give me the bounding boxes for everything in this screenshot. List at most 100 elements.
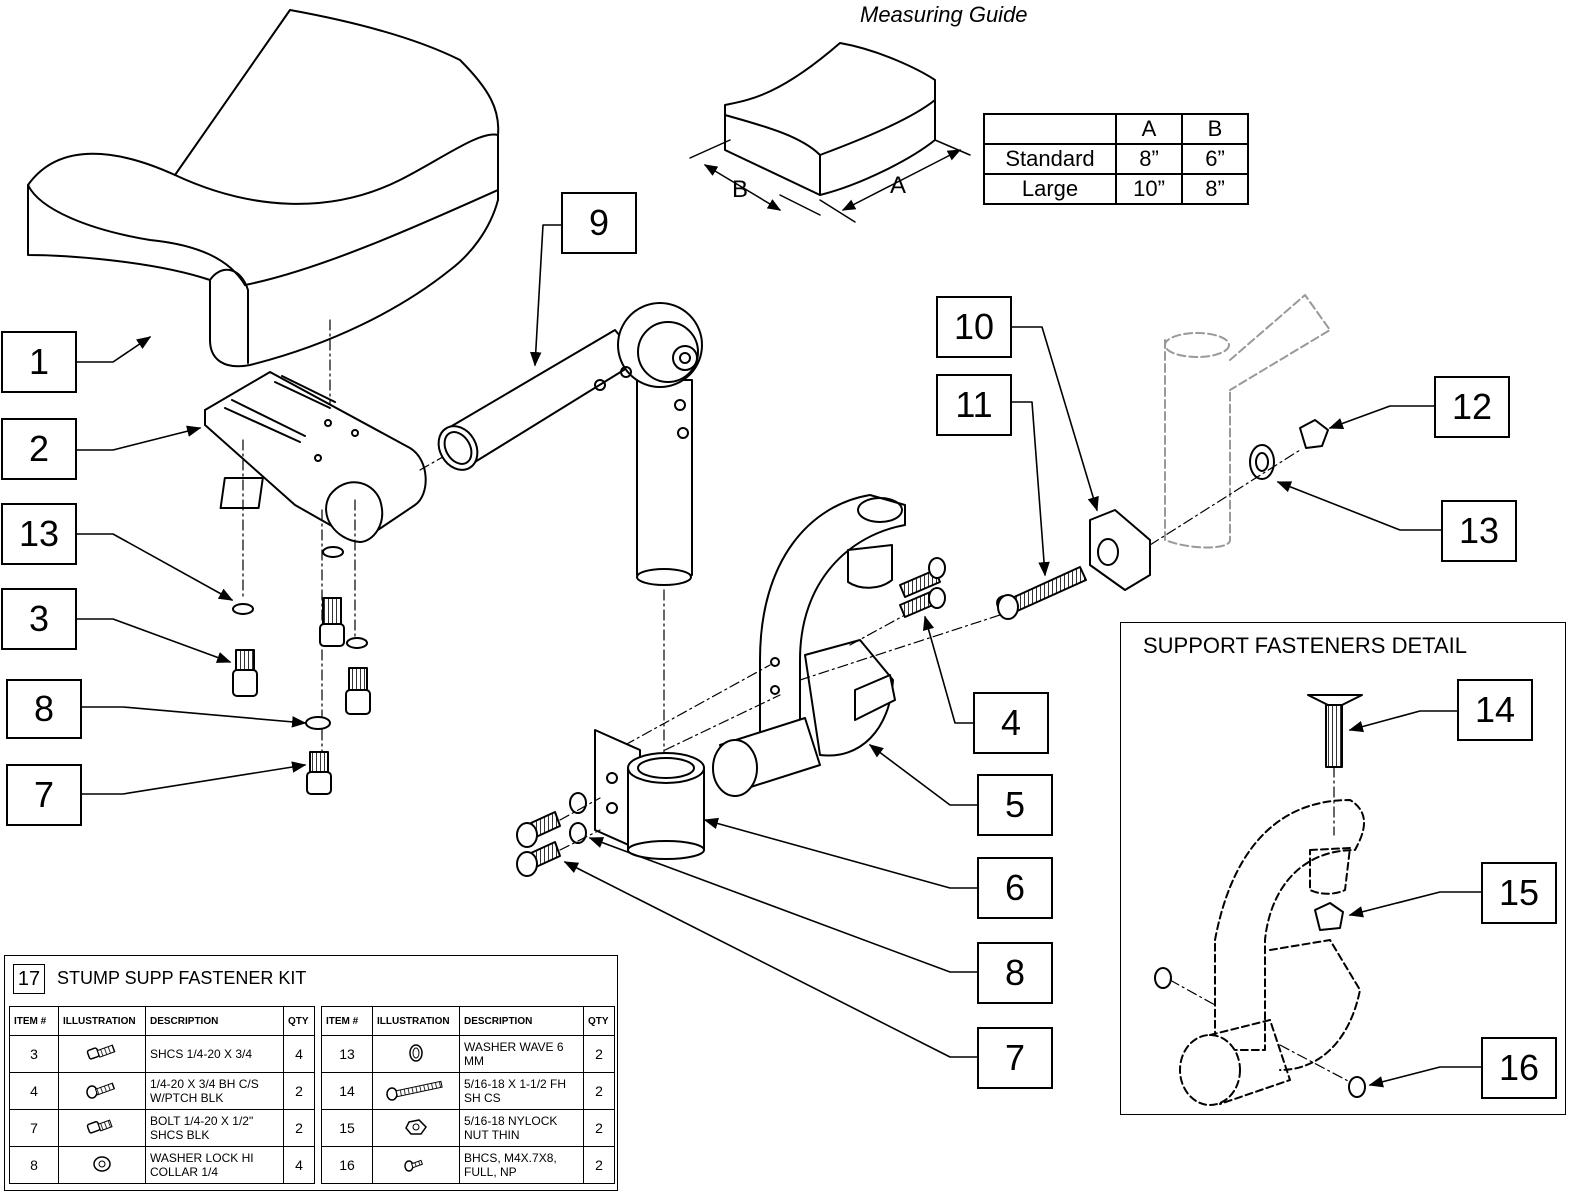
callout-1: 1	[1, 331, 77, 393]
kit-table-right: ITEM # ILLUSTRATION DESCRIPTION QTY 13 W…	[321, 1006, 615, 1184]
guide-pad	[689, 42, 971, 223]
callout-8: 8	[6, 679, 82, 739]
col-description: DESCRIPTION	[145, 1006, 284, 1036]
measure-cell: 8”	[1181, 173, 1249, 205]
item-qty: 2	[283, 1072, 315, 1110]
detail-title: SUPPORT FASTENERS DETAIL	[1143, 633, 1467, 658]
callout-2: 2	[1, 418, 77, 480]
frame-tube-ghost	[1164, 294, 1331, 549]
measure-row-label: Large	[983, 173, 1117, 205]
callout-14: 14	[1457, 679, 1533, 741]
item-description: SHCS 1/4-20 X 3/4	[145, 1035, 284, 1073]
item-qty: 2	[583, 1035, 615, 1073]
callout-16: 16	[1481, 1037, 1557, 1099]
lock-washer-icon	[58, 1146, 146, 1184]
item-description: BOLT 1/4-20 X 1/2" SHCS BLK	[145, 1109, 284, 1147]
item-qty: 2	[583, 1109, 615, 1147]
table-row: 4 1/4-20 X 3/4 BH C/S W/PTCH BLK 2	[9, 1072, 315, 1110]
col-item: ITEM #	[9, 1006, 59, 1036]
callout-13: 13	[1441, 500, 1517, 562]
item-qty: 2	[283, 1109, 315, 1147]
button-screw-icon	[58, 1072, 146, 1110]
table-row: 14 5/16-18 X 1-1/2 FH SH CS 2	[321, 1072, 615, 1110]
item-number: 16	[321, 1146, 373, 1184]
col-qty: QTY	[583, 1006, 615, 1036]
kit-table-left: ITEM # ILLUSTRATION DESCRIPTION QTY 3 SH…	[9, 1006, 315, 1184]
item-description: BHCS, M4X.7X8, FULL, NP	[459, 1146, 584, 1184]
measure-header-a: A	[1115, 113, 1183, 145]
socket-bolt-icon	[58, 1109, 146, 1147]
callout-6: 6	[977, 857, 1053, 919]
item-description: WASHER LOCK HI COLLAR 1/4	[145, 1146, 284, 1184]
measure-row-label: Standard	[983, 143, 1117, 175]
table-row: 13 WASHER WAVE 6 MM 2	[321, 1035, 615, 1073]
col-illustration: ILLUSTRATION	[372, 1006, 460, 1036]
clamp	[594, 729, 705, 860]
item-qty: 4	[283, 1035, 315, 1073]
measure-header-empty	[983, 113, 1117, 145]
left-fasteners	[232, 546, 371, 795]
callout-7: 7	[977, 1027, 1053, 1089]
kit-title: STUMP SUPP FASTENER KIT	[57, 968, 307, 988]
leader-lines	[76, 224, 1482, 1088]
table-row: 15 5/16-18 NYLOCK NUT THIN 2	[321, 1109, 615, 1147]
nylock-nut-icon	[372, 1109, 460, 1147]
measure-cell: 8”	[1115, 143, 1183, 175]
bracket-plate	[204, 371, 456, 781]
guide-title: Measuring Guide	[860, 2, 1028, 27]
item-description: WASHER WAVE 6 MM	[459, 1035, 584, 1073]
measure-cell: 10”	[1115, 173, 1183, 205]
detail-fasteners	[1154, 694, 1366, 1098]
callout-8: 8	[977, 942, 1053, 1004]
callout-13: 13	[1, 503, 77, 565]
kit-number: 17	[13, 964, 45, 994]
screws-7-8	[516, 792, 601, 877]
callout-4: 4	[973, 692, 1049, 754]
item-number: 3	[9, 1035, 59, 1073]
item-number: 15	[321, 1109, 373, 1147]
callout-11: 11	[936, 374, 1012, 436]
curved-arm	[624, 494, 1001, 797]
detail-art	[1179, 799, 1366, 1106]
table-row: 8 WASHER LOCK HI COLLAR 1/4 4	[9, 1146, 315, 1184]
callout-3: 3	[1, 588, 77, 650]
callout-9: 9	[561, 192, 637, 254]
table-row: 7 BOLT 1/4-20 X 1/2" SHCS BLK 2	[9, 1109, 315, 1147]
col-item: ITEM #	[321, 1006, 373, 1036]
item-number: 4	[9, 1072, 59, 1110]
callout-10: 10	[936, 296, 1012, 358]
fastener-kit-box: 17 STUMP SUPP FASTENER KIT ITEM # ILLUST…	[4, 955, 618, 1191]
callout-12: 12	[1434, 376, 1510, 438]
callout-15: 15	[1481, 862, 1557, 924]
item-number: 7	[9, 1109, 59, 1147]
measure-cell: 6”	[1181, 143, 1249, 175]
table-row: 16 BHCS, M4X.7X8, FULL, NP 2	[321, 1146, 615, 1184]
item-number: 8	[9, 1146, 59, 1184]
item-qty: 2	[583, 1072, 615, 1110]
support-fasteners-detail: SUPPORT FASTENERS DETAIL	[1120, 622, 1566, 1115]
item-number: 14	[321, 1072, 373, 1110]
wave-washer-icon	[372, 1035, 460, 1073]
item-description: 5/16-18 X 1-1/2 FH SH CS	[459, 1072, 584, 1110]
measure-header-b: B	[1181, 113, 1249, 145]
socket-screw-icon	[58, 1035, 146, 1073]
small-button-screw-icon	[372, 1146, 460, 1184]
table-row: 3 SHCS 1/4-20 X 3/4 4	[9, 1035, 315, 1073]
item-number: 13	[321, 1035, 373, 1073]
cushion-pad	[27, 9, 500, 421]
item-description: 5/16-18 NYLOCK NUT THIN	[459, 1109, 584, 1147]
item-description: 1/4-20 X 3/4 BH C/S W/PTCH BLK	[145, 1072, 284, 1110]
l-tube	[437, 302, 703, 761]
col-illustration: ILLUSTRATION	[58, 1006, 146, 1036]
col-qty: QTY	[283, 1006, 315, 1036]
item-qty: 2	[583, 1146, 615, 1184]
col-description: DESCRIPTION	[459, 1006, 584, 1036]
nut-washer	[1149, 419, 1329, 546]
tube-bracket	[996, 509, 1151, 620]
callout-7: 7	[6, 764, 82, 826]
flat-head-screw-icon	[372, 1072, 460, 1110]
item-qty: 4	[283, 1146, 315, 1184]
measure-table: A B Standard 8” 6” Large 10” 8”	[983, 113, 1249, 205]
callout-5: 5	[977, 774, 1053, 836]
